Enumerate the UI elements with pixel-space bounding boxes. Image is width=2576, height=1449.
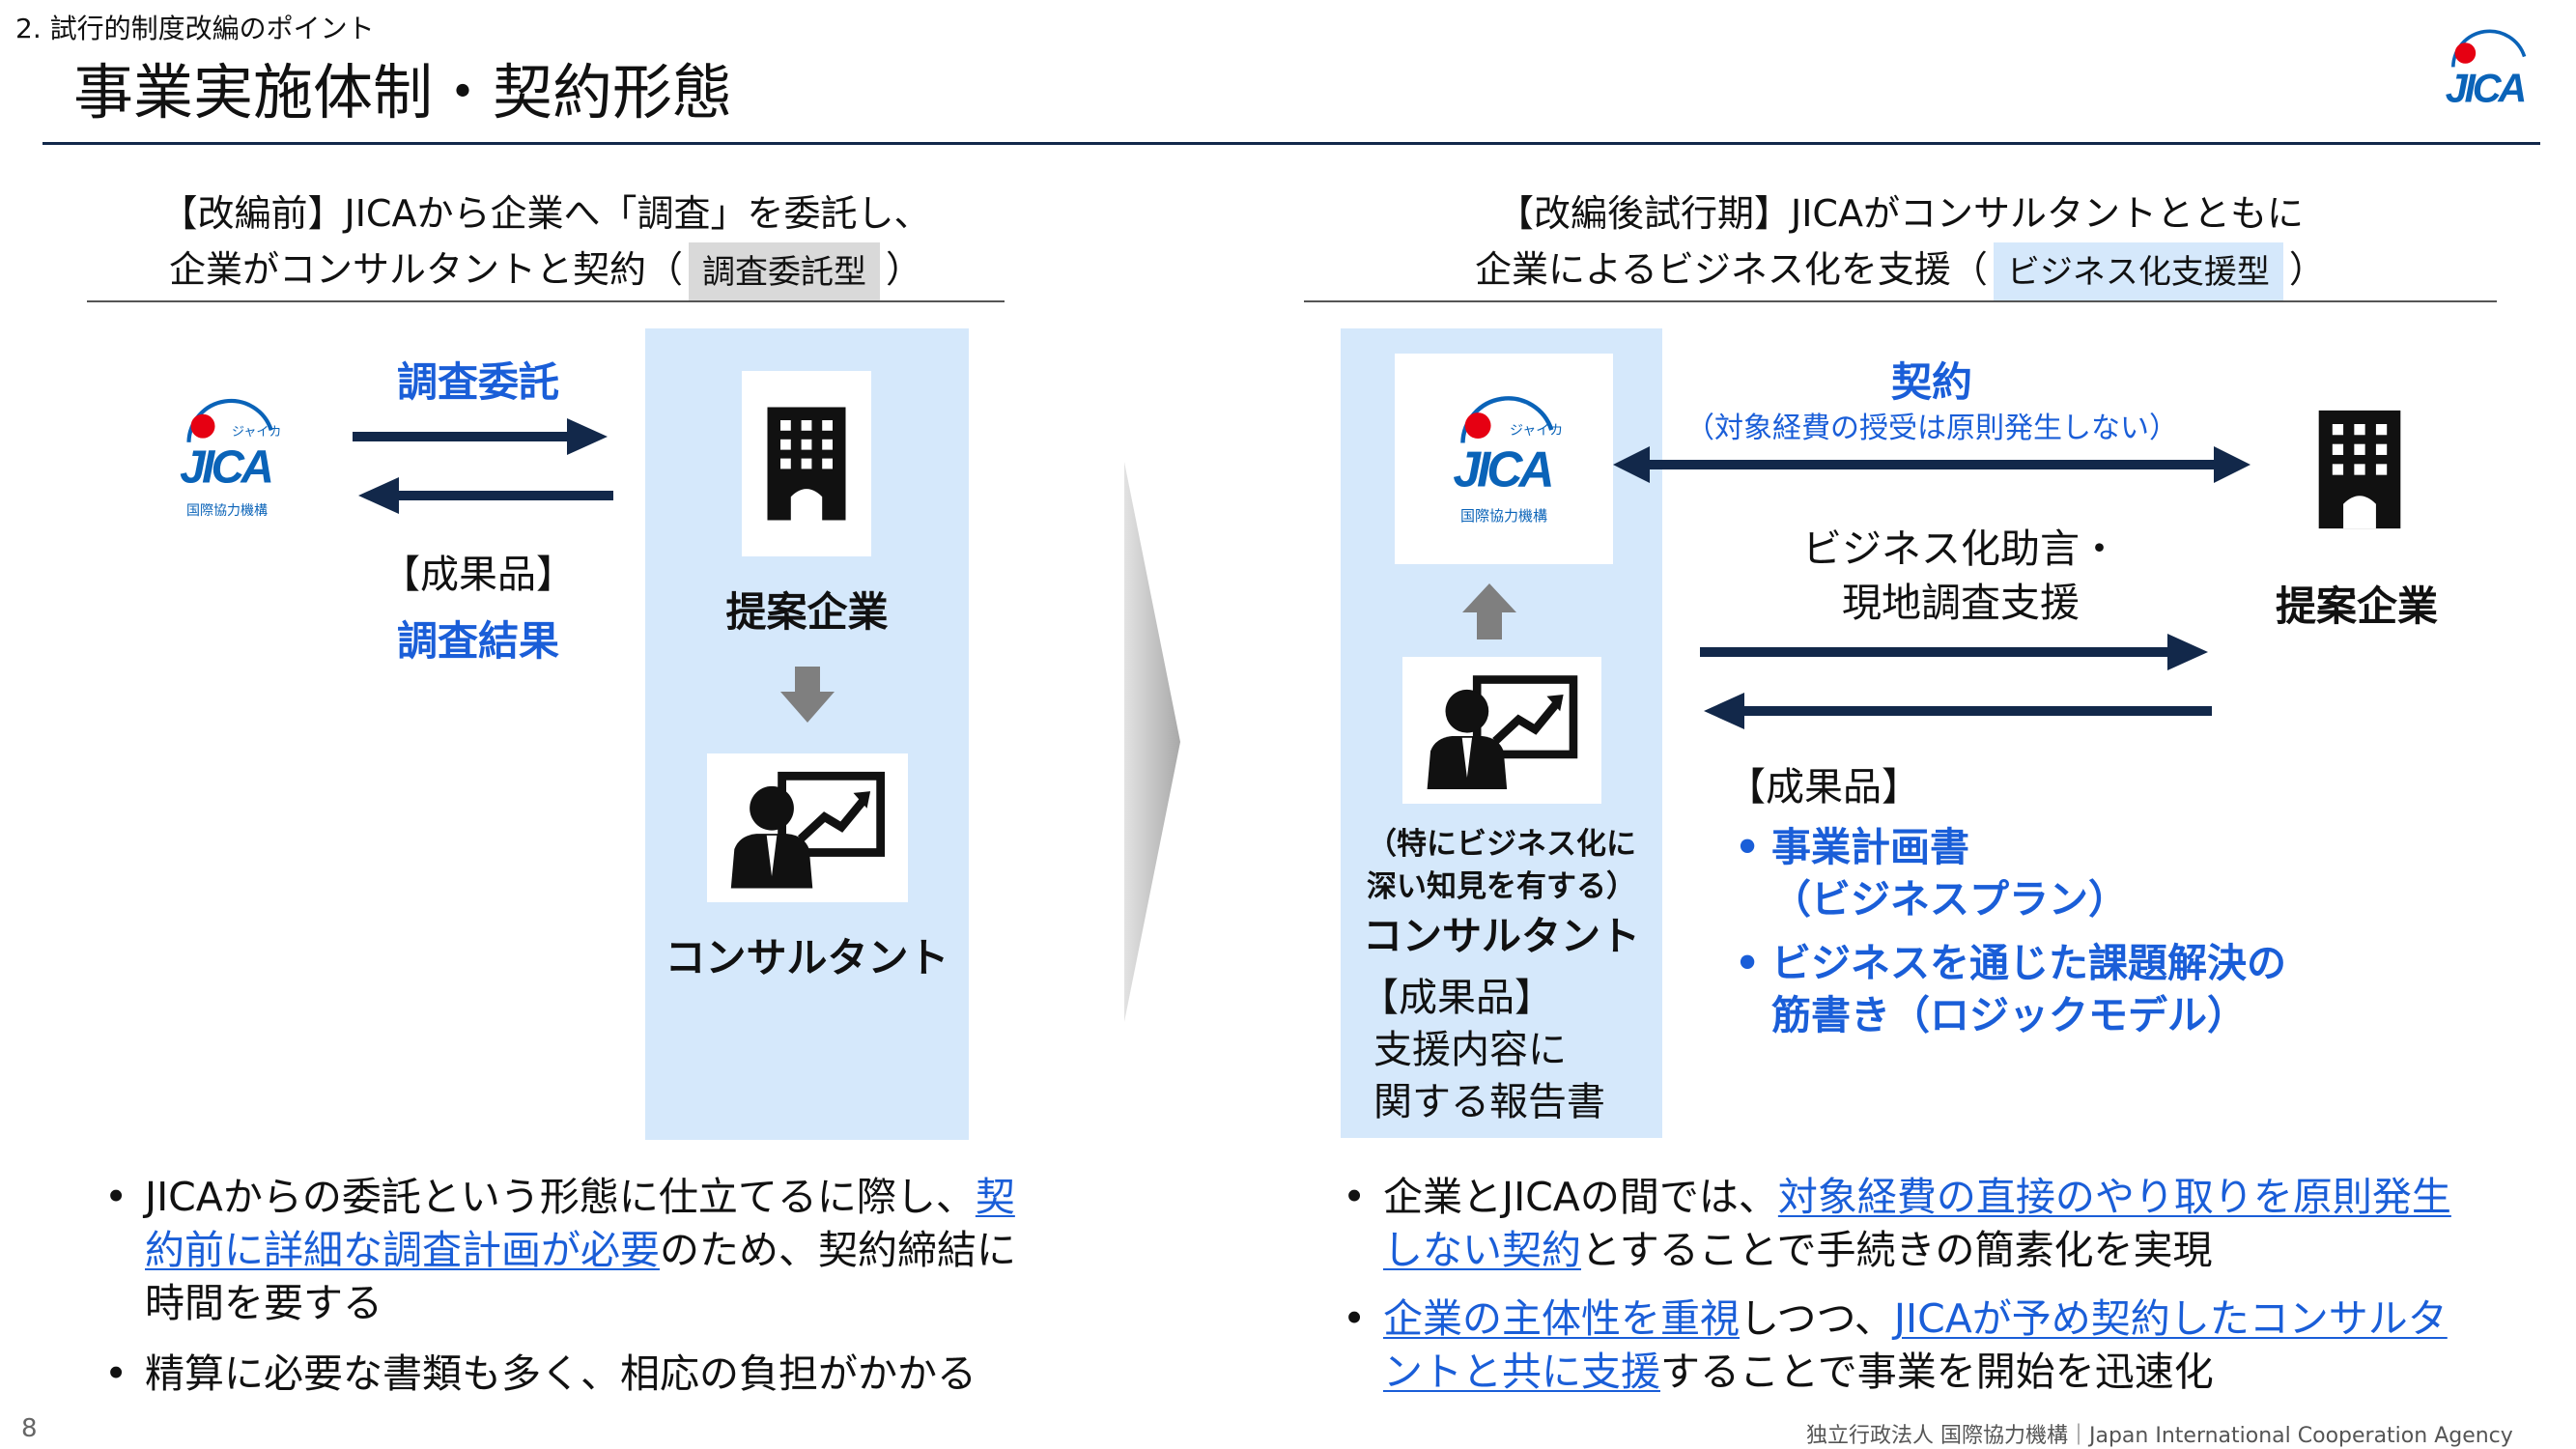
jica-org-name: 国際協力機構	[186, 503, 268, 519]
jica-kana: ジャイカ	[232, 425, 282, 440]
right-company-label: 提案企業	[2275, 582, 2438, 630]
right-report: 【成果品】 支援内容に 関する報告書	[1360, 976, 1605, 1124]
bullet-dot: •	[1735, 824, 1761, 870]
contract-double-arrow	[1613, 446, 2250, 483]
left-heading-tag: 調査委託型	[689, 242, 880, 302]
right-bullets: • 企業とJICAの間では、対象経費の直接のやり取りを原則発生しない契約とするこ…	[1343, 1171, 2473, 1399]
left-arrow-left	[358, 477, 613, 514]
jica-org-name: 国際協力機構	[1459, 506, 1547, 525]
right-bullet-2: • 企業の主体性を重視しつつ、JICAが予め契約したコンサルタントと共に支援する…	[1343, 1293, 2473, 1399]
right-bullet-1-link: 対象経費の直接のやり取りを原則発生しない契約	[1383, 1174, 2451, 1273]
deliverable-item-1: • 事業計画書（ビジネスプラン）	[1735, 821, 2334, 925]
right-jica-card: ジャイカ 国際協力機構	[1395, 354, 1613, 564]
bullet-dot: •	[1343, 1174, 1367, 1220]
left-bullet-2: • 精算に必要な書類も多く、相応の負担がかかる	[104, 1348, 1022, 1401]
consultant-presentation-icon	[722, 764, 892, 892]
right-heading-tag: ビジネス化支援型	[1993, 242, 2283, 302]
left-bullet-1-link: 契約前に詳細な調査計画が必要	[145, 1174, 1015, 1273]
right-consultant-note: （特にビジネス化に 深い知見を有する）	[1367, 827, 1636, 904]
bullet-dot: •	[1735, 940, 1761, 986]
advice-arrow-right	[1700, 634, 2208, 670]
left-jica-logo: ジャイカ 国際協力機構	[164, 396, 290, 531]
bullet-dot: •	[104, 1174, 128, 1220]
left-heading: 【改編前】JICAから企業へ「調査」を委託し、 企業がコンサルタントと契約（調査…	[87, 185, 1005, 302]
left-consultant-card	[707, 753, 908, 902]
left-company-card	[742, 371, 871, 556]
jica-mark	[1436, 393, 1571, 501]
footer-org: 独立行政法人 国際協力機構｜Japan International Cooper…	[1806, 1424, 2513, 1448]
left-deliverable-bracket: 【成果品】	[382, 553, 575, 597]
right-heading-line1: 【改編後試行期】JICAがコンサルタントとともに	[1497, 192, 2304, 235]
jica-mark	[164, 396, 290, 497]
right-heading-rule	[1304, 300, 2497, 302]
left-bullets: • JICAからの委託という形態に仕立てるに際し、契約前に詳細な調査計画が必要の…	[104, 1171, 1022, 1401]
right-bullet-1: • 企業とJICAの間では、対象経費の直接のやり取りを原則発生しない契約とするこ…	[1343, 1171, 2473, 1277]
left-consultant-label: コンサルタント	[665, 934, 949, 981]
left-arrow-label: 調査委託	[396, 358, 559, 406]
left-heading-line1: 【改編前】JICAから企業へ「調査」を委託し、	[160, 192, 931, 235]
consultant-presentation-icon	[1419, 668, 1585, 793]
header-rule	[42, 142, 2540, 145]
right-deliverable-bracket: 【成果品】	[1727, 765, 1920, 810]
contract-label: 契約	[1890, 358, 1972, 406]
arrow-down-icon	[780, 667, 835, 723]
left-heading-line2: 企業がコンサルタントと契約（調査委託型）	[87, 242, 1005, 302]
section-label: 2. 試行的制度改編のポイント	[15, 13, 375, 44]
right-heading-line2: 企業によるビジネス化を支援（ビジネス化支援型）	[1304, 242, 2497, 302]
building-icon	[763, 396, 850, 531]
contract-note: （対象経費の授受は原則発生しない）	[1685, 412, 2178, 445]
chevron-right-icon	[1124, 462, 1180, 1022]
arrow-up-icon	[1462, 583, 1516, 639]
left-deliverable: 調査結果	[396, 617, 559, 665]
right-bullet-2-link-1: 企業の主体性を重視	[1383, 1295, 1740, 1342]
left-arrow-right	[353, 418, 608, 455]
deliverable-arrow-left	[1704, 693, 2212, 729]
right-company-icon	[2314, 398, 2405, 545]
left-company-label: 提案企業	[725, 588, 889, 636]
right-consultant-card	[1402, 657, 1601, 804]
bullet-dot: •	[1343, 1295, 1367, 1342]
left-bullet-1: • JICAからの委託という形態に仕立てるに際し、契約前に詳細な調査計画が必要の…	[104, 1171, 1022, 1330]
jica-kana: ジャイカ	[1510, 422, 1564, 439]
advice-label: ビジネス化助言・ 現地調査支援	[1802, 526, 2119, 626]
right-consultant-label: コンサルタント	[1363, 913, 1640, 959]
right-heading: 【改編後試行期】JICAがコンサルタントとともに 企業によるビジネス化を支援（ビ…	[1304, 185, 2497, 302]
building-icon	[2314, 398, 2405, 541]
right-bullet-2-link-2: JICAが予め契約したコンサルタントと共に支援	[1383, 1295, 2448, 1395]
page-title: 事業実施体制・契約形態	[73, 57, 733, 128]
bullet-dot: •	[104, 1350, 128, 1397]
left-heading-rule	[87, 300, 1005, 302]
deliverable-item-2: • ビジネスを通じた課題解決の筋書き（ロジックモデル）	[1735, 937, 2334, 1041]
jica-logo	[2432, 27, 2540, 114]
right-deliverables: • 事業計画書（ビジネスプラン） • ビジネスを通じた課題解決の筋書き（ロジック…	[1735, 821, 2334, 1041]
page-number: 8	[21, 1414, 38, 1443]
